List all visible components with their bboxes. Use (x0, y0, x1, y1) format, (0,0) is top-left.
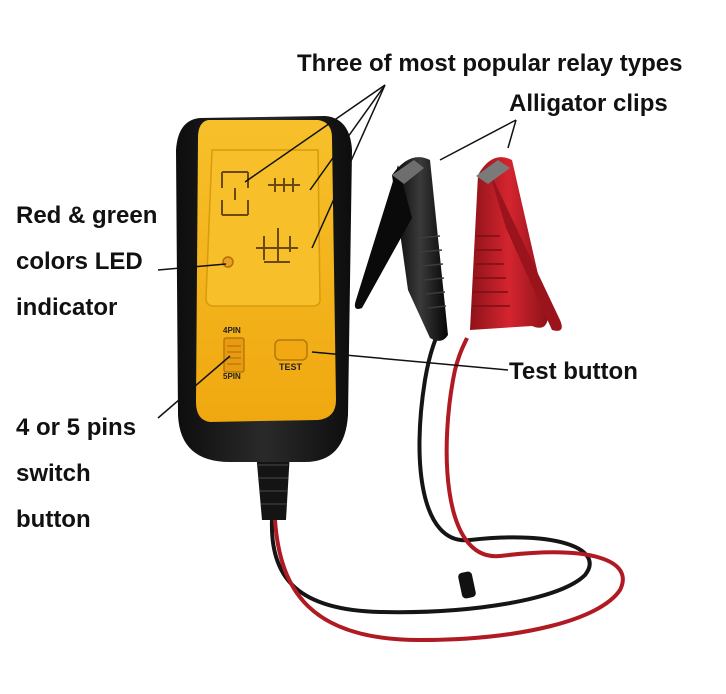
switch-label-4pin: 4PIN (223, 326, 241, 335)
cable-ferrite (458, 571, 476, 599)
label-pins-line-1: 4 or 5 pins (16, 414, 137, 441)
label-pins-line-2: switch (16, 460, 91, 487)
label-led-line-3: indicator (16, 294, 118, 321)
test-button-cap (274, 339, 308, 361)
pin-switch-slot (223, 337, 245, 373)
callout-relay-1 (244, 84, 386, 183)
cables (269, 328, 625, 643)
red-wire (273, 337, 625, 643)
black-alligator-clip (354, 157, 448, 341)
switch-label-5pin: 5PIN (223, 372, 241, 381)
device-strain-relief (256, 452, 290, 520)
callout-relay-2 (309, 84, 386, 191)
callout-lines (157, 84, 517, 419)
led-indicator (222, 256, 234, 268)
relay-socket-symbol-3 (256, 228, 298, 263)
label-pins-line-3: button (16, 506, 91, 533)
relay-socket-symbol-2 (268, 178, 300, 192)
pin-switch-ridges (227, 345, 241, 365)
callout-led (157, 263, 227, 271)
callout-clips-left (439, 119, 517, 161)
callout-relay-3 (311, 84, 386, 249)
label-led-line-2: colors LED (16, 248, 143, 275)
relay-window (205, 149, 321, 307)
label-relay-types: Three of most popular relay types (297, 50, 683, 77)
callout-pins (157, 355, 231, 419)
label-test-button: Test button (509, 358, 638, 385)
strain-relief-ridges (258, 464, 288, 505)
callout-clips-right (507, 119, 517, 149)
test-button-label: TEST (279, 362, 303, 372)
red-alligator-clip (470, 157, 562, 331)
label-alligator-clips: Alligator clips (509, 90, 668, 117)
label-led-line-1: Red & green (16, 202, 158, 229)
relay-tester-device (176, 116, 352, 520)
callout-test-button (311, 351, 509, 371)
